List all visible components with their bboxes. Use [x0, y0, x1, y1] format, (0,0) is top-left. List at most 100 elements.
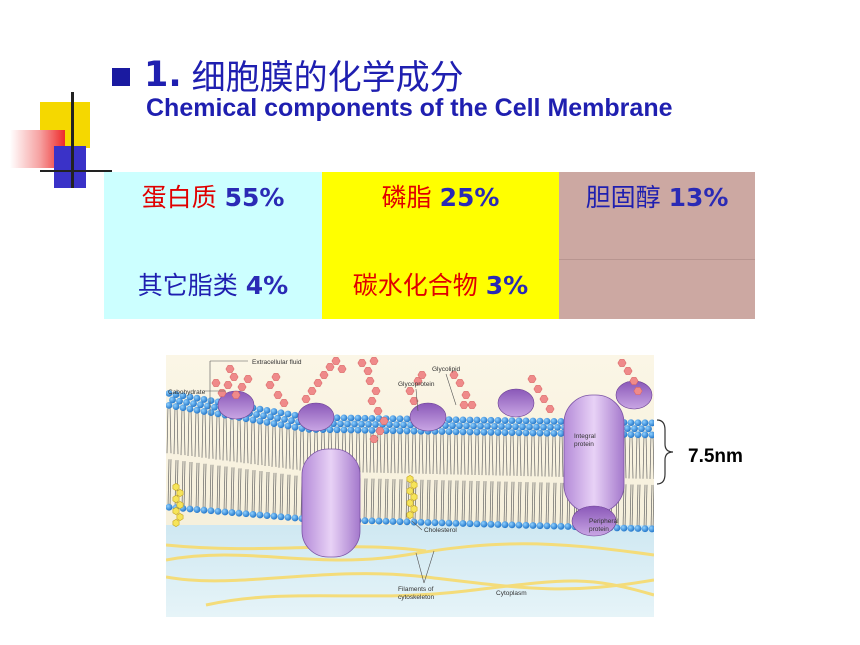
- sugar-unit: [617, 359, 627, 367]
- composition-table: 蛋白质 55% 磷脂 25% 胆固醇 13% 其它脂类 4% 碳水化合物 3%: [104, 172, 755, 319]
- membrane-thickness: 7.5nm: [688, 446, 743, 467]
- lipid-tail: [491, 432, 494, 476]
- lipid-tail: [622, 484, 625, 529]
- lipid-tail: [365, 430, 368, 473]
- lipid-tail: [531, 482, 534, 526]
- lipid-head: [550, 417, 558, 425]
- lipid-tail: [631, 484, 634, 529]
- lipid-head: [627, 419, 635, 427]
- lipid-head: [172, 403, 180, 410]
- lipid-head: [253, 411, 260, 418]
- lipid-head: [470, 422, 477, 430]
- lipid-tail: [183, 407, 186, 456]
- sugar-unit: [331, 357, 341, 365]
- lipid-head: [641, 431, 649, 439]
- filament: [166, 542, 654, 562]
- lipid-head: [326, 426, 334, 434]
- lipid-tail: [370, 478, 373, 521]
- lipid-head: [197, 401, 204, 409]
- sugar-unit: [313, 379, 323, 387]
- lipid-tail: [173, 406, 176, 455]
- lipid-head: [382, 427, 390, 434]
- cholesterol-ring: [172, 507, 180, 515]
- lipid-tail: [638, 484, 641, 529]
- sugar-unit: [325, 363, 335, 371]
- lipid-head: [557, 430, 565, 437]
- lipid-tail: [524, 482, 527, 526]
- lipid-head: [540, 423, 547, 431]
- lipid-tail: [561, 433, 564, 477]
- lipid-tail: [400, 479, 403, 522]
- lipid-head: [641, 525, 649, 533]
- lipid-tail: [624, 484, 627, 529]
- lipid-head: [515, 521, 523, 529]
- lipid-head: [543, 522, 551, 530]
- lipid-tail: [456, 480, 459, 524]
- lipid-head: [512, 423, 519, 431]
- sugar-unit: [633, 387, 643, 395]
- slide-title: 1. 细胞膜的化学成分: [112, 50, 464, 99]
- lipid-tail: [215, 413, 218, 460]
- lipid-head: [557, 418, 565, 425]
- lipid-tail: [650, 484, 653, 529]
- lipid-head: [648, 431, 654, 439]
- lipid-tail: [447, 480, 450, 524]
- label-extracellular: Extracellular fluid: [252, 359, 302, 366]
- lipid-tail: [225, 466, 228, 512]
- lipid-head: [361, 517, 369, 525]
- sugar-unit: [223, 381, 233, 389]
- lipid-tail: [386, 478, 389, 522]
- lipid-tail: [292, 427, 295, 470]
- sugar-unit: [237, 383, 247, 391]
- lipid-tail: [358, 430, 361, 473]
- lipid-tail: [540, 482, 543, 526]
- lipid-head: [361, 414, 369, 422]
- cell-membrane-diagram: Extracellular fluid Cabohydrate Glycopro…: [166, 355, 654, 617]
- protein-name: 蛋白质: [141, 183, 217, 212]
- carbohydrate-name: 碳水化合物: [352, 271, 478, 300]
- lipid-head: [417, 518, 425, 526]
- lipid-tail: [533, 432, 536, 477]
- lipid-tail: [435, 431, 438, 475]
- lipid-head: [284, 513, 292, 521]
- lipid-head: [260, 412, 267, 420]
- lipid-tail: [379, 430, 382, 473]
- lipid-head: [550, 522, 558, 530]
- lipid-head: [235, 509, 243, 517]
- lipid-head: [564, 523, 572, 530]
- sugar-unit: [467, 401, 477, 409]
- sugar-unit: [243, 375, 253, 383]
- lipid-tail: [488, 432, 491, 476]
- label-cytoplasm: Cytoplasm: [496, 590, 527, 597]
- lipid-tail: [544, 433, 547, 477]
- lipid-tail: [561, 482, 564, 527]
- lipid-tail: [236, 417, 239, 463]
- lipid-head: [389, 427, 397, 435]
- lipid-head: [634, 431, 642, 439]
- lipid-head: [214, 507, 222, 515]
- cytoplasm-background: [166, 525, 654, 617]
- lipid-tail: [223, 466, 226, 512]
- lipid-head: [487, 416, 495, 424]
- lipid-head: [263, 406, 271, 414]
- lipid-tail: [204, 463, 207, 511]
- lipid-head: [547, 423, 554, 431]
- lipid-tail: [411, 431, 414, 474]
- lipid-tail: [232, 416, 235, 462]
- sugar-unit: [271, 373, 281, 381]
- lipid-head: [456, 422, 463, 430]
- lipid-tail: [519, 481, 522, 526]
- lipid-tail: [211, 464, 214, 511]
- lipid-tail: [272, 472, 275, 517]
- sugar-unit: [357, 359, 367, 367]
- lipid-head: [242, 510, 250, 518]
- integral-protein: [301, 448, 361, 558]
- lipid-head: [529, 417, 537, 425]
- peripheral-protein: [217, 390, 255, 420]
- lipid-head: [543, 417, 551, 425]
- other-lipids-name: 其它脂类: [137, 271, 238, 300]
- lipid-tail: [421, 479, 424, 523]
- cholesterol-ring: [406, 499, 414, 507]
- lipid-head: [389, 518, 397, 525]
- lipid-head: [193, 394, 201, 402]
